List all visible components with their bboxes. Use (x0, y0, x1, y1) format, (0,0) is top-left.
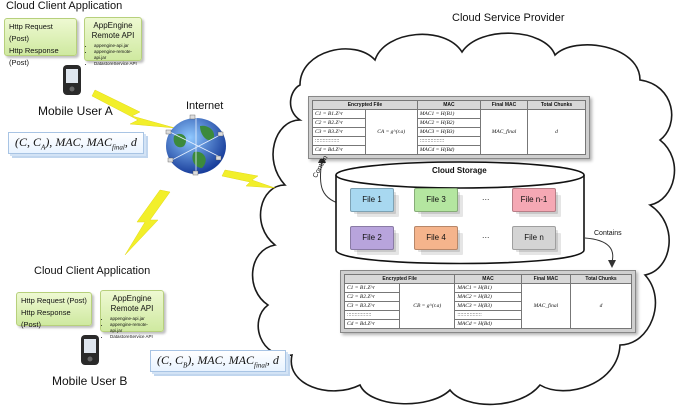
b-c2: C2 = B2.Z^r (343, 292, 401, 302)
api-title-a2: Remote API (91, 31, 135, 40)
appengine-box-b: AppEngine Remote API appengine-api.jar a… (100, 290, 164, 339)
a-final: MAC_final (479, 109, 529, 155)
http-box-a: Http Request (Post) Http Response (Post) (4, 18, 77, 67)
api-item-a2: appengine-remote-api.jar (94, 49, 138, 61)
appengine-box-a: AppEngine Remote API appengine-api.jar a… (84, 17, 142, 66)
globe-icon (165, 114, 226, 176)
a-total: d (527, 109, 586, 155)
api-item-b2: appengine-remote-api.jar (110, 322, 160, 334)
b-final: MAC_final (520, 283, 572, 329)
b-key: CB = g^(r.a) (399, 283, 456, 329)
b-mac3: MAC3 = H(B3) (454, 301, 522, 311)
b-cd: Cd = Bd.Z^r (343, 319, 401, 329)
b-c1: C1 = B1.Z^r (343, 283, 401, 293)
b-dots: :::::::::::::::: (343, 310, 401, 320)
file-n: File n (512, 226, 556, 250)
http-response-b: Http Response (Post) (21, 308, 71, 329)
internet-label: Internet (186, 100, 224, 112)
lightning-icon (91, 89, 276, 256)
api-title-b2: Remote API (110, 304, 154, 313)
a-mac2: MAC2 = H(B2) (416, 118, 482, 128)
http-request-a: Http Request (Post) (9, 22, 53, 43)
api-item-b3: DatastoreService API (110, 334, 160, 340)
b-mac2: MAC2 = H(B2) (454, 292, 522, 302)
http-request-b: Http Request (Post) (21, 296, 87, 305)
mobile-user-b-label: Mobile User B (52, 374, 128, 388)
th-final-a: Final MAC (479, 100, 529, 110)
http-box-b: Http Request (Post) Http Response (Post) (16, 292, 92, 329)
b-mac1: MAC1 = H(B1) (454, 283, 522, 293)
th-total-b: Total Chunks (570, 274, 632, 284)
th-mac-b: MAC (454, 274, 522, 284)
file-dots-bottom: ... (482, 230, 490, 240)
a-mac1: MAC1 = H(B1) (416, 109, 482, 119)
a-cd: Cd = Bd.Z^r (312, 145, 366, 155)
a-dots: :::::::::::::::: (312, 136, 366, 146)
api-item-a1: appengine-api.jar (94, 43, 138, 49)
phone-icon (81, 335, 99, 365)
file-1: File 1 (350, 188, 394, 212)
b-macd: MACd = H(Bd) (454, 319, 522, 329)
storage-title: Cloud Storage (432, 166, 487, 175)
a-mac-dots: :::::::::::::::: (416, 136, 482, 146)
a-c1: C1 = B1.Z^r (312, 109, 366, 119)
file-2: File 2 (350, 226, 394, 250)
contains-label: Contains (594, 230, 622, 237)
th-encrypted-a: Encrypted File (312, 100, 418, 110)
file-n-1: File n-1 (512, 188, 556, 212)
tuple-a: (C, CA), MAC, MACfinal, d (8, 132, 144, 155)
b-total: d (570, 283, 632, 329)
b-c3: C3 = B3.Z^r (343, 301, 401, 311)
a-c2: C2 = B2.Z^r (312, 118, 366, 128)
th-final-b: Final MAC (520, 274, 572, 284)
b-mac-dots: :::::::::::::::: (454, 310, 522, 320)
provider-title: Cloud Service Provider (452, 12, 565, 24)
api-title-b1: AppEngine (112, 294, 152, 303)
th-mac-a: MAC (416, 100, 482, 110)
api-item-a3: DatastoreService API (94, 61, 138, 67)
a-macd: MACd = H(Bd) (416, 145, 482, 155)
client-b-title: Cloud Client Application (34, 265, 151, 277)
api-title-a1: AppEngine (93, 21, 133, 30)
th-encrypted-b: Encrypted File (343, 274, 456, 284)
http-response-a: Http Response (Post) (9, 46, 59, 67)
file-4: File 4 (414, 226, 458, 250)
client-a-title: Cloud Client Application (6, 0, 123, 12)
file-dots-top: ... (482, 192, 490, 202)
a-mac3: MAC3 = H(B3) (416, 127, 482, 137)
mobile-user-a-label: Mobile User A (38, 104, 113, 118)
phone-icon (63, 65, 81, 95)
th-total-a: Total Chunks (527, 100, 586, 110)
a-c3: C3 = B3.Z^r (312, 127, 366, 137)
file-3: File 3 (414, 188, 458, 212)
tuple-b: (C, CB), MAC, MACfinal, d (150, 350, 286, 373)
table-a: Encrypted File MAC Final MAC Total Chunk… (308, 96, 590, 159)
api-item-b1: appengine-api.jar (110, 316, 160, 322)
table-b: Encrypted File MAC Final MAC Total Chunk… (340, 270, 636, 333)
a-key: CA = g^(r.a) (364, 109, 418, 155)
